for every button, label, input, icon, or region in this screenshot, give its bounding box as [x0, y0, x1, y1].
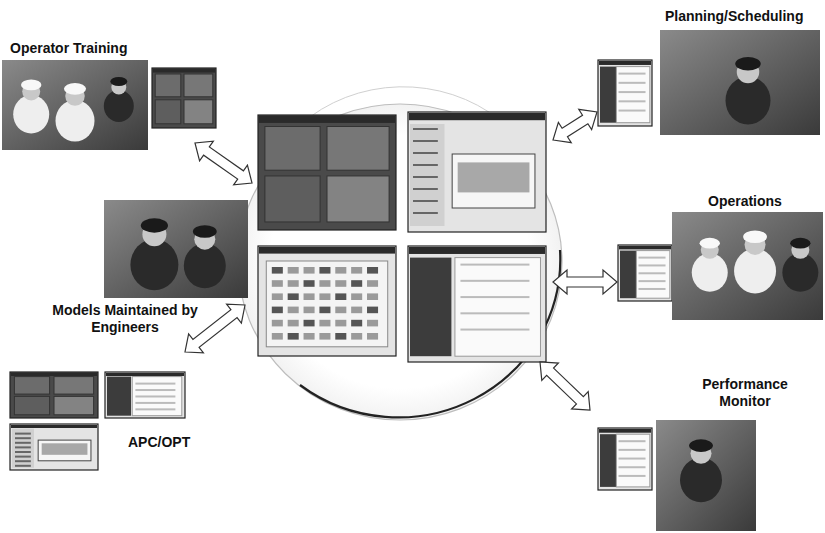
screenshot [258, 246, 396, 356]
group-label: Operator Training [10, 40, 127, 57]
group-label: Planning/Scheduling [665, 8, 803, 25]
double-arrow [195, 141, 252, 185]
double-arrow [540, 362, 590, 410]
screenshot [258, 115, 396, 230]
screenshot [598, 428, 652, 490]
group-label: Models Maintained by Engineers [40, 302, 210, 336]
screenshot [408, 112, 546, 232]
screenshot [618, 245, 672, 301]
screenshot [408, 246, 546, 362]
photo [104, 200, 248, 298]
group-label: Operations [708, 193, 782, 210]
screenshot [105, 372, 185, 418]
group-label: APC/OPT [128, 434, 190, 451]
photo [660, 30, 820, 135]
double-arrow [553, 270, 617, 294]
group-label: Performance Monitor [690, 376, 800, 410]
screenshot [598, 60, 652, 126]
screenshot [10, 424, 98, 470]
photo [656, 420, 756, 531]
photo [2, 60, 148, 150]
central-ring [238, 104, 562, 420]
double-arrow [553, 109, 597, 142]
screenshot [152, 68, 216, 128]
screenshot [10, 372, 98, 418]
artwork [2, 30, 823, 531]
photo [672, 212, 823, 320]
